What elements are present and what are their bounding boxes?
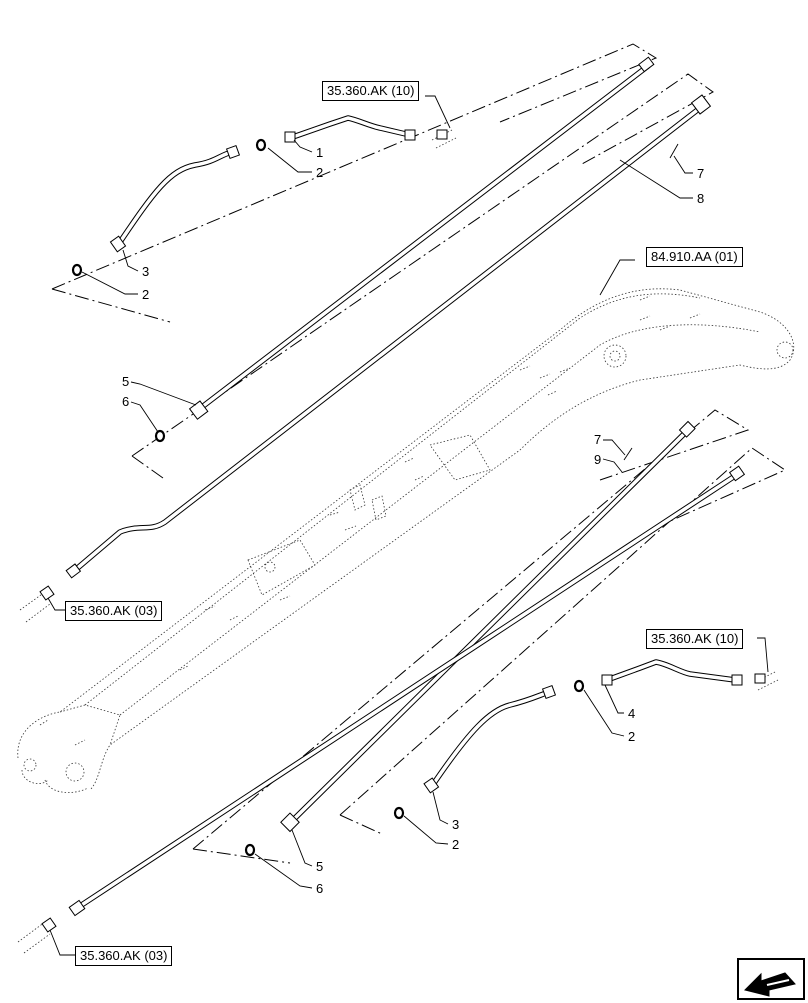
previous-page-button[interactable]	[737, 958, 805, 1000]
callout-7: 7	[697, 166, 705, 181]
lower-group-boundary	[192, 409, 787, 864]
ref-link-35-360-ak-03-bottom[interactable]: 35.360.AK (03)	[75, 946, 173, 966]
hose-upper	[109, 144, 241, 253]
callout-2: 2	[142, 287, 150, 302]
callout-8: 8	[697, 191, 705, 206]
tube-lower-long-2	[68, 465, 746, 917]
callout-6: 6	[122, 394, 130, 409]
o-rings	[71, 138, 585, 857]
upper-group-boundary	[51, 43, 714, 479]
boom-outline	[17, 288, 795, 793]
hose-lower	[423, 684, 557, 794]
ref-link-84-910-aa-01[interactable]: 84.910.AA (01)	[646, 247, 743, 267]
callout-2: 2	[452, 837, 460, 852]
tube-lower-long-1	[280, 420, 696, 833]
callout-2: 2	[316, 165, 324, 180]
callout-7: 7	[594, 432, 602, 447]
bolts	[623, 143, 679, 461]
ref-link-35-360-ak-10-top[interactable]: 35.360.AK (10)	[322, 81, 420, 101]
tube-upper-bent	[65, 94, 712, 579]
callout-3: 3	[452, 817, 460, 832]
callout-5: 5	[316, 859, 324, 874]
callout-3: 3	[142, 264, 150, 279]
ref-link-35-360-ak-03-mid[interactable]: 35.360.AK (03)	[65, 601, 163, 621]
callout-2: 2	[628, 729, 636, 744]
short-tube-upper	[284, 115, 416, 143]
short-tube-lower	[601, 659, 743, 686]
leader-lines	[47, 95, 769, 956]
callout-5: 5	[122, 374, 130, 389]
arrow-left-icon	[744, 972, 796, 997]
ref-link-35-360-ak-10-right[interactable]: 35.360.AK (10)	[646, 629, 744, 649]
callout-6: 6	[316, 881, 324, 896]
callout-1: 1	[316, 145, 324, 160]
callout-4: 4	[628, 706, 636, 721]
callout-9: 9	[594, 452, 602, 467]
tube-upper-long	[188, 56, 655, 420]
tube-stubs	[17, 129, 779, 954]
